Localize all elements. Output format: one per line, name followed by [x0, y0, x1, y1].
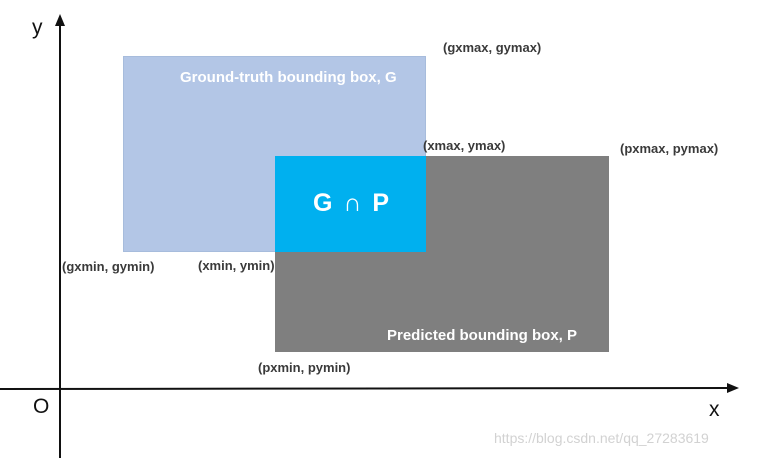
y-axis-arrow — [55, 14, 65, 26]
x-axis-line — [0, 387, 729, 390]
gt-top-right-label: (gxmax, gymax) — [443, 40, 542, 55]
y-axis-label: y — [32, 16, 43, 39]
gt-bottom-left-label: (gxmin, gymin) — [62, 259, 155, 274]
x-axis-label: x — [709, 398, 720, 421]
pred-top-right-label: (pxmax, pymax) — [620, 141, 719, 156]
ground-truth-box-title: Ground-truth bounding box, G — [180, 69, 397, 86]
watermark: https://blog.csdn.net/qq_27283619 — [494, 430, 709, 446]
intersection-top-right-label: (xmax, ymax) — [423, 138, 506, 153]
pred-bottom-left-label: (pxmin, pymin) — [258, 360, 351, 375]
intersection-bottom-left-label: (xmin, ymin) — [198, 258, 275, 273]
intersection-region — [275, 156, 426, 252]
x-axis-arrow — [727, 383, 739, 393]
origin-label: O — [33, 395, 50, 418]
intersection-label: G ∩ P — [313, 189, 392, 217]
predicted-box-title: Predicted bounding box, P — [387, 327, 578, 344]
